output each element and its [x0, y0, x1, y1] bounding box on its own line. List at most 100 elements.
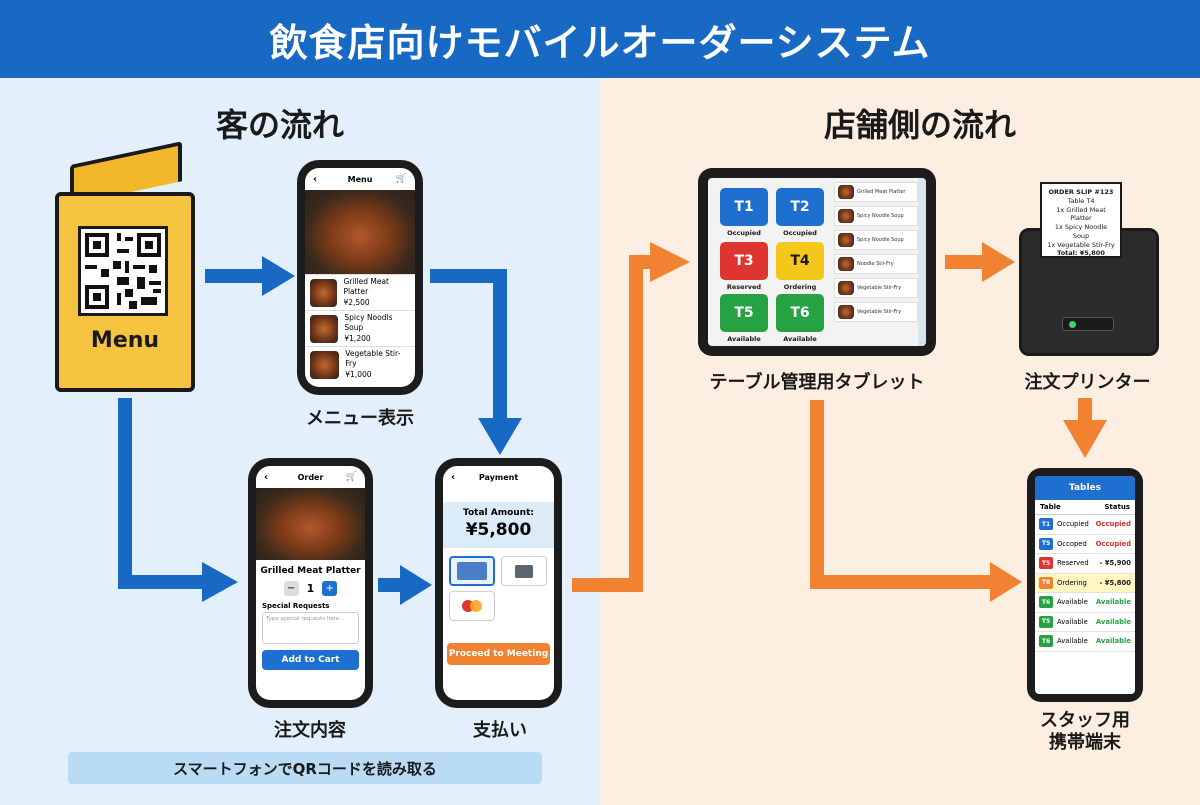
payment-methods: [449, 556, 548, 586]
order-slip: ORDER SLIP #123 Table T4 1x Grilled Meat…: [1040, 182, 1122, 258]
table-id-badge: T5: [1039, 557, 1053, 570]
payment-phone-screen: ‹ Payment Total Amount: ¥5,800 Proceed t…: [443, 466, 554, 700]
table-id-badge: T6: [1039, 596, 1053, 609]
add-to-cart-button[interactable]: Add to Cart: [262, 650, 359, 670]
table-tile-t5[interactable]: T5: [720, 294, 768, 332]
special-requests-label: Special Requests: [262, 602, 330, 610]
table-row-status: Occupied: [1095, 539, 1131, 548]
table-tile-t4[interactable]: T4: [776, 242, 824, 280]
decrement-button[interactable]: −: [283, 581, 299, 596]
back-icon[interactable]: ‹: [313, 173, 318, 185]
menu-list-item[interactable]: Vegetable Stir-Fry¥1,000: [305, 346, 415, 382]
food-thumbnail: [838, 305, 854, 319]
order-list-text: Vegetable Stir-Fry: [857, 309, 902, 315]
special-requests-field[interactable]: Type special requests here...: [262, 612, 359, 644]
table-row[interactable]: T8 Ordering - ¥5,800: [1035, 573, 1135, 593]
total-amount-label: Total Amount:: [463, 508, 534, 518]
arrow-tablet-to-staff: [810, 400, 990, 589]
credit-card-option[interactable]: [449, 556, 495, 586]
tablet-caption: テーブル管理用タブレット: [709, 372, 925, 393]
table-tile-t1[interactable]: T1: [720, 188, 768, 226]
menu-phone-title: Menu: [347, 174, 373, 184]
table-row-status: Occupied: [1095, 520, 1131, 529]
order-list-item[interactable]: Vegetable Stir-Fry: [834, 302, 918, 322]
table-tile-status: Occupied: [783, 229, 817, 237]
order-list-text: Noodle Stir-Fry: [857, 261, 894, 267]
page-title: 飲食店向けモバイルオーダーシステム: [269, 20, 931, 65]
food-thumbnail: [838, 233, 854, 247]
order-list-item[interactable]: Spicy Noodle Soup: [834, 230, 918, 250]
order-list-item[interactable]: Spicy Noodle Soup: [834, 206, 918, 226]
order-list-item[interactable]: Grilled Meat Platter: [834, 182, 918, 202]
menu-item-price: ¥1,200: [344, 333, 371, 343]
food-thumbnail: [310, 350, 340, 379]
arrow-menu-to-payment: [430, 269, 507, 418]
cart-icon[interactable]: 🛒: [345, 472, 357, 482]
tablet-side-rail: [918, 178, 926, 346]
payment-phone: ‹ Payment Total Amount: ¥5,800 Proceed t…: [435, 458, 562, 708]
tablet-screen: T1 Occupied T2 Occupied T3 Reserved T4 O…: [708, 178, 926, 346]
table-id-badge: T8: [1039, 576, 1053, 589]
header-banner: 飲食店向けモバイルオーダーシステム: [0, 0, 1200, 78]
menu-item-name: Spicy Noodls Soup: [344, 312, 393, 333]
cart-icon[interactable]: 🛒: [395, 174, 407, 184]
col-table: Table: [1040, 503, 1061, 511]
slip-line: ORDER SLIP #123: [1048, 188, 1114, 196]
order-list-text: Grilled Meat Platter: [857, 189, 906, 195]
table-id-badge: T6: [1039, 635, 1053, 648]
table-row-status: - ¥5,900: [1099, 559, 1131, 568]
table-management-tablet: T1 Occupied T2 Occupied T3 Reserved T4 O…: [698, 168, 936, 356]
food-thumbnail: [310, 314, 339, 343]
quantity-stepper: − 1 +: [256, 581, 365, 596]
order-list-text: Vegetable Stir-Fry: [857, 285, 902, 291]
food-hero-image: [305, 190, 415, 274]
back-icon[interactable]: ‹: [451, 471, 456, 483]
menu-item-price: ¥2,500: [343, 297, 370, 307]
order-phone-topbar: ‹ Order 🛒: [256, 466, 365, 488]
credit-card-icon: [457, 562, 487, 580]
store-flow-title: 店舗側の流れ: [823, 106, 1016, 144]
menu-item-name: Grilled Meat Platter: [343, 276, 389, 297]
proceed-button[interactable]: Proceed to Meeting: [447, 643, 550, 665]
menu-list-item[interactable]: Spicy Noodls Soup¥1,200: [305, 310, 415, 346]
table-tile-t2[interactable]: T2: [776, 188, 824, 226]
staff-caption-line: 携帯端末: [1049, 731, 1121, 753]
table-tile-t3[interactable]: T3: [720, 242, 768, 280]
order-list-text: Spicy Noodle Soup: [857, 213, 904, 219]
power-led-icon: [1069, 321, 1076, 328]
table-row-status: Available: [1095, 598, 1131, 607]
menu-list-item[interactable]: Grilled Meat Platter¥2,500: [305, 274, 415, 310]
table-row-status: Available: [1095, 637, 1131, 646]
wallet-option[interactable]: [501, 556, 547, 586]
quantity-value: 1: [306, 582, 315, 595]
order-phone-title: Order: [297, 472, 324, 482]
order-list-item[interactable]: Noodle Stir-Fry: [834, 254, 918, 274]
qr-code-icon: [78, 226, 168, 316]
table-row-name: Occoped: [1057, 539, 1087, 548]
table-row[interactable]: T6 Available Available: [1035, 593, 1135, 613]
table-row-status: - ¥5,800: [1099, 578, 1131, 587]
wallet-icon: [515, 564, 533, 578]
back-icon[interactable]: ‹: [264, 471, 269, 483]
order-content-caption: 注文内容: [274, 720, 346, 741]
staff-caption-line: スタッフ用: [1040, 710, 1130, 731]
order-list-item[interactable]: Vegetable Stir-Fry: [834, 278, 918, 298]
food-thumbnail: [838, 257, 854, 271]
mastercard-option[interactable]: [449, 591, 495, 621]
table-row-name: Available: [1057, 598, 1088, 607]
table-header: Table Status: [1035, 500, 1135, 515]
arrow-payment-to-tablet: [572, 255, 650, 592]
slip-line: 1x Vegetable Stir-Fry: [1047, 240, 1115, 249]
table-tile-status: Available: [783, 335, 817, 343]
table-row-name: Ordering: [1057, 578, 1087, 587]
table-tile-t6[interactable]: T6: [776, 294, 824, 332]
slip-line: Table T4: [1067, 196, 1095, 205]
increment-button[interactable]: +: [322, 581, 338, 596]
